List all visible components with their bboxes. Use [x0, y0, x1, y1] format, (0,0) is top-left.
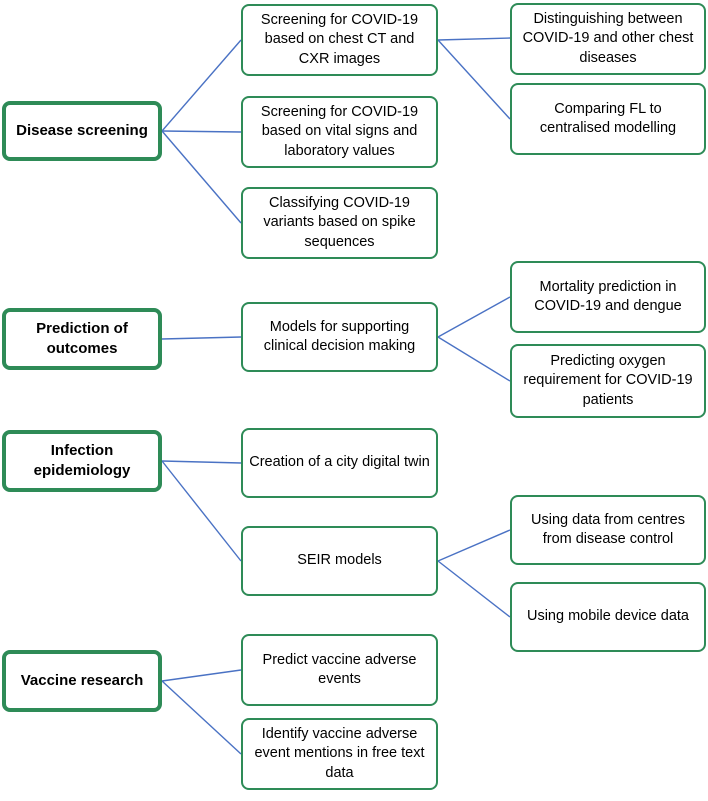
connector	[437, 39, 511, 120]
node-vital-signs-screening: Screening for COVID-19 based on vital si…	[241, 96, 438, 168]
node-disease-control-data: Using data from centres from disease con…	[510, 495, 706, 565]
connector	[161, 460, 242, 464]
category-prediction-of-outcomes: Prediction of outcomes	[2, 308, 162, 370]
node-vaccine-adverse-mentions: Identify vaccine adverse event mentions …	[241, 718, 438, 790]
node-vaccine-adverse-events: Predict vaccine adverse events	[241, 634, 438, 706]
node-distinguishing-diseases: Distinguishing between COVID-19 and othe…	[510, 3, 706, 75]
connector	[437, 560, 511, 618]
node-oxygen-requirement: Predicting oxygen requirement for COVID-…	[510, 344, 706, 418]
node-city-digital-twin: Creation of a city digital twin	[241, 428, 438, 498]
connector	[161, 460, 242, 562]
node-clinical-decision-models: Models for supporting clinical decision …	[241, 302, 438, 372]
node-fl-vs-centralised: Comparing FL to centralised modelling	[510, 83, 706, 155]
connector	[161, 130, 242, 224]
connector	[161, 39, 242, 132]
connector	[437, 37, 511, 41]
connector	[437, 336, 511, 382]
category-vaccine-research: Vaccine research	[2, 650, 162, 712]
node-variant-classification: Classifying COVID-19 variants based on s…	[241, 187, 438, 259]
node-ct-cxr-screening: Screening for COVID-19 based on chest CT…	[241, 4, 438, 76]
connector	[161, 130, 242, 133]
connector	[437, 529, 511, 562]
node-seir-models: SEIR models	[241, 526, 438, 596]
category-infection-epidemiology: Infection epidemiology	[2, 430, 162, 492]
node-mortality-prediction: Mortality prediction in COVID-19 and den…	[510, 261, 706, 333]
node-mobile-device-data: Using mobile device data	[510, 582, 706, 652]
category-disease-screening: Disease screening	[2, 101, 162, 161]
connector	[161, 336, 242, 340]
connector	[437, 296, 511, 338]
connector	[161, 669, 242, 682]
connector	[161, 680, 242, 755]
